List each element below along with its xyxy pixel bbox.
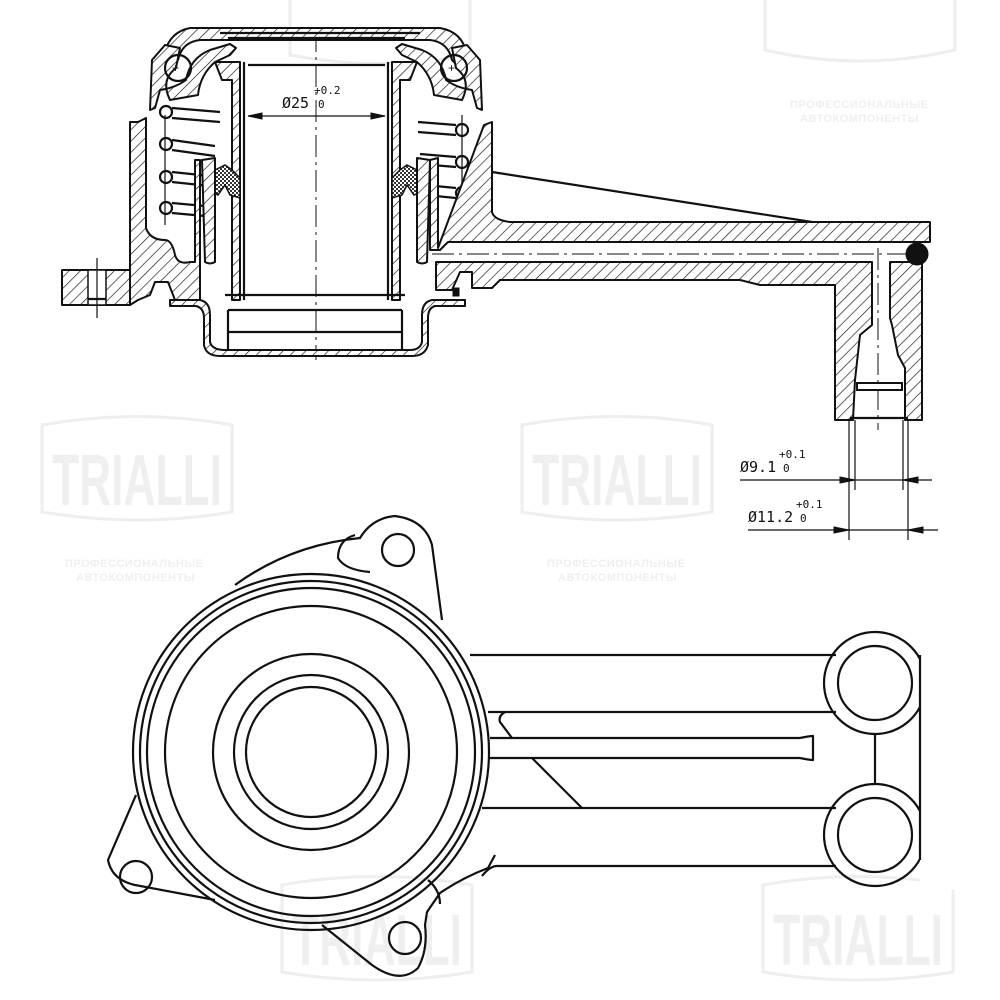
watermark-logo-center: TRIALLI ПРОФЕССИОНАЛЬНЫЕ АВТОКОМПОНЕНТЫ: [520, 415, 714, 584]
watermark-brand: TRIALLI: [532, 441, 702, 521]
dimension-bore: Ø25 +0.2 0: [247, 84, 386, 120]
guide-tube-left: [214, 61, 241, 301]
port-inner-dim-label: Ø9.1: [740, 458, 776, 476]
front-view: [106, 514, 1000, 977]
bearing-ball-left: [163, 53, 193, 83]
port-circlip: [856, 382, 903, 391]
inner-ring-2: [232, 673, 390, 831]
bore-tol-upper: +0.2: [314, 84, 341, 97]
svg-text:+: +: [448, 61, 455, 75]
small-seal: [452, 287, 460, 297]
arm-outline: [491, 170, 813, 224]
watermark-tagline-2: АВТОКОМПОНЕНТЫ: [800, 113, 919, 125]
bearing-race-left: [149, 43, 237, 111]
outer-ring-1: [131, 572, 491, 932]
watermark-brand: TRIALLI: [773, 901, 943, 981]
watermark-tagline: ПРОФЕССИОНАЛЬНЫЕ: [65, 558, 203, 570]
port-ring-bottom-inner: [836, 796, 914, 874]
mounting-hole-left: [118, 859, 154, 895]
bearing-face-ring: [163, 604, 459, 900]
watermark-logo-bottom-center: TRIALLI: [280, 875, 474, 982]
port-outer-dim-label: Ø11.2: [748, 508, 793, 526]
flange-outline: [106, 514, 496, 977]
piston-right: [416, 157, 431, 265]
mounting-hole-bottom: [387, 920, 423, 956]
watermark-brand: TRIALLI: [52, 441, 222, 521]
watermark-tagline: ПРОФЕССИОНАЛЬНЫЕ: [547, 558, 685, 570]
bore-circle: [244, 685, 378, 819]
housing-right-arm: [429, 121, 931, 251]
port-ring-top-outer: [822, 630, 928, 736]
outer-ring-2: [138, 579, 484, 925]
port-outer-tol-upper: +0.1: [796, 498, 823, 511]
watermark-tagline: ПРОФЕССИОНАЛЬНЫЕ: [790, 99, 928, 111]
watermark-group: ПРОФЕССИОНАЛЬНЫЕ АВТОКОМПОНЕНТЫ TRIALLI …: [40, 0, 957, 982]
port-wall-right: [889, 261, 923, 421]
sleeve-cup: [169, 299, 466, 357]
bearing-ball-right: [439, 53, 469, 83]
svg-text:+: +: [172, 61, 179, 75]
mounting-hole-top: [380, 532, 416, 568]
bore-tol-lower: 0: [318, 98, 325, 111]
watermark-tagline-2: АВТОКОМПОНЕНТЫ: [76, 572, 195, 584]
outer-ring-3: [145, 586, 477, 918]
piston-left: [201, 157, 216, 265]
watermark-logo-top-right: ПРОФЕССИОНАЛЬНЫЕ АВТОКОМПОНЕНТЫ: [763, 0, 957, 125]
fluid-channel-lower-wall: [435, 261, 873, 421]
section-view: + +: [61, 27, 931, 430]
hydraulic-arm-front: [470, 630, 1000, 890]
o-ring-seal: [905, 242, 929, 266]
watermark-tagline-2: АВТОКОМПОНЕНТЫ: [558, 572, 677, 584]
watermark-logo-bottom-right: TRIALLI: [761, 875, 955, 982]
port-inner-tol-upper: +0.1: [779, 448, 806, 461]
port-outer-tol-lower: 0: [800, 512, 807, 525]
dimension-port-outer: Ø11.2 +0.1 0: [748, 420, 938, 540]
port-inner-tol-lower: 0: [783, 462, 790, 475]
port-ring-bottom-outer: [822, 782, 928, 888]
bearing-race-right: [395, 43, 483, 111]
inner-ring-1: [211, 652, 411, 852]
port-ring-top-inner: [836, 644, 914, 722]
watermark-logo-left: TRIALLI ПРОФЕССИОНАЛЬНЫЕ АВТОКОМПОНЕНТЫ: [40, 415, 234, 584]
guide-tube-right: [391, 61, 418, 301]
dimension-port-inner: Ø9.1 +0.1 0: [740, 420, 932, 490]
bore-dim-label: Ø25: [282, 94, 309, 112]
